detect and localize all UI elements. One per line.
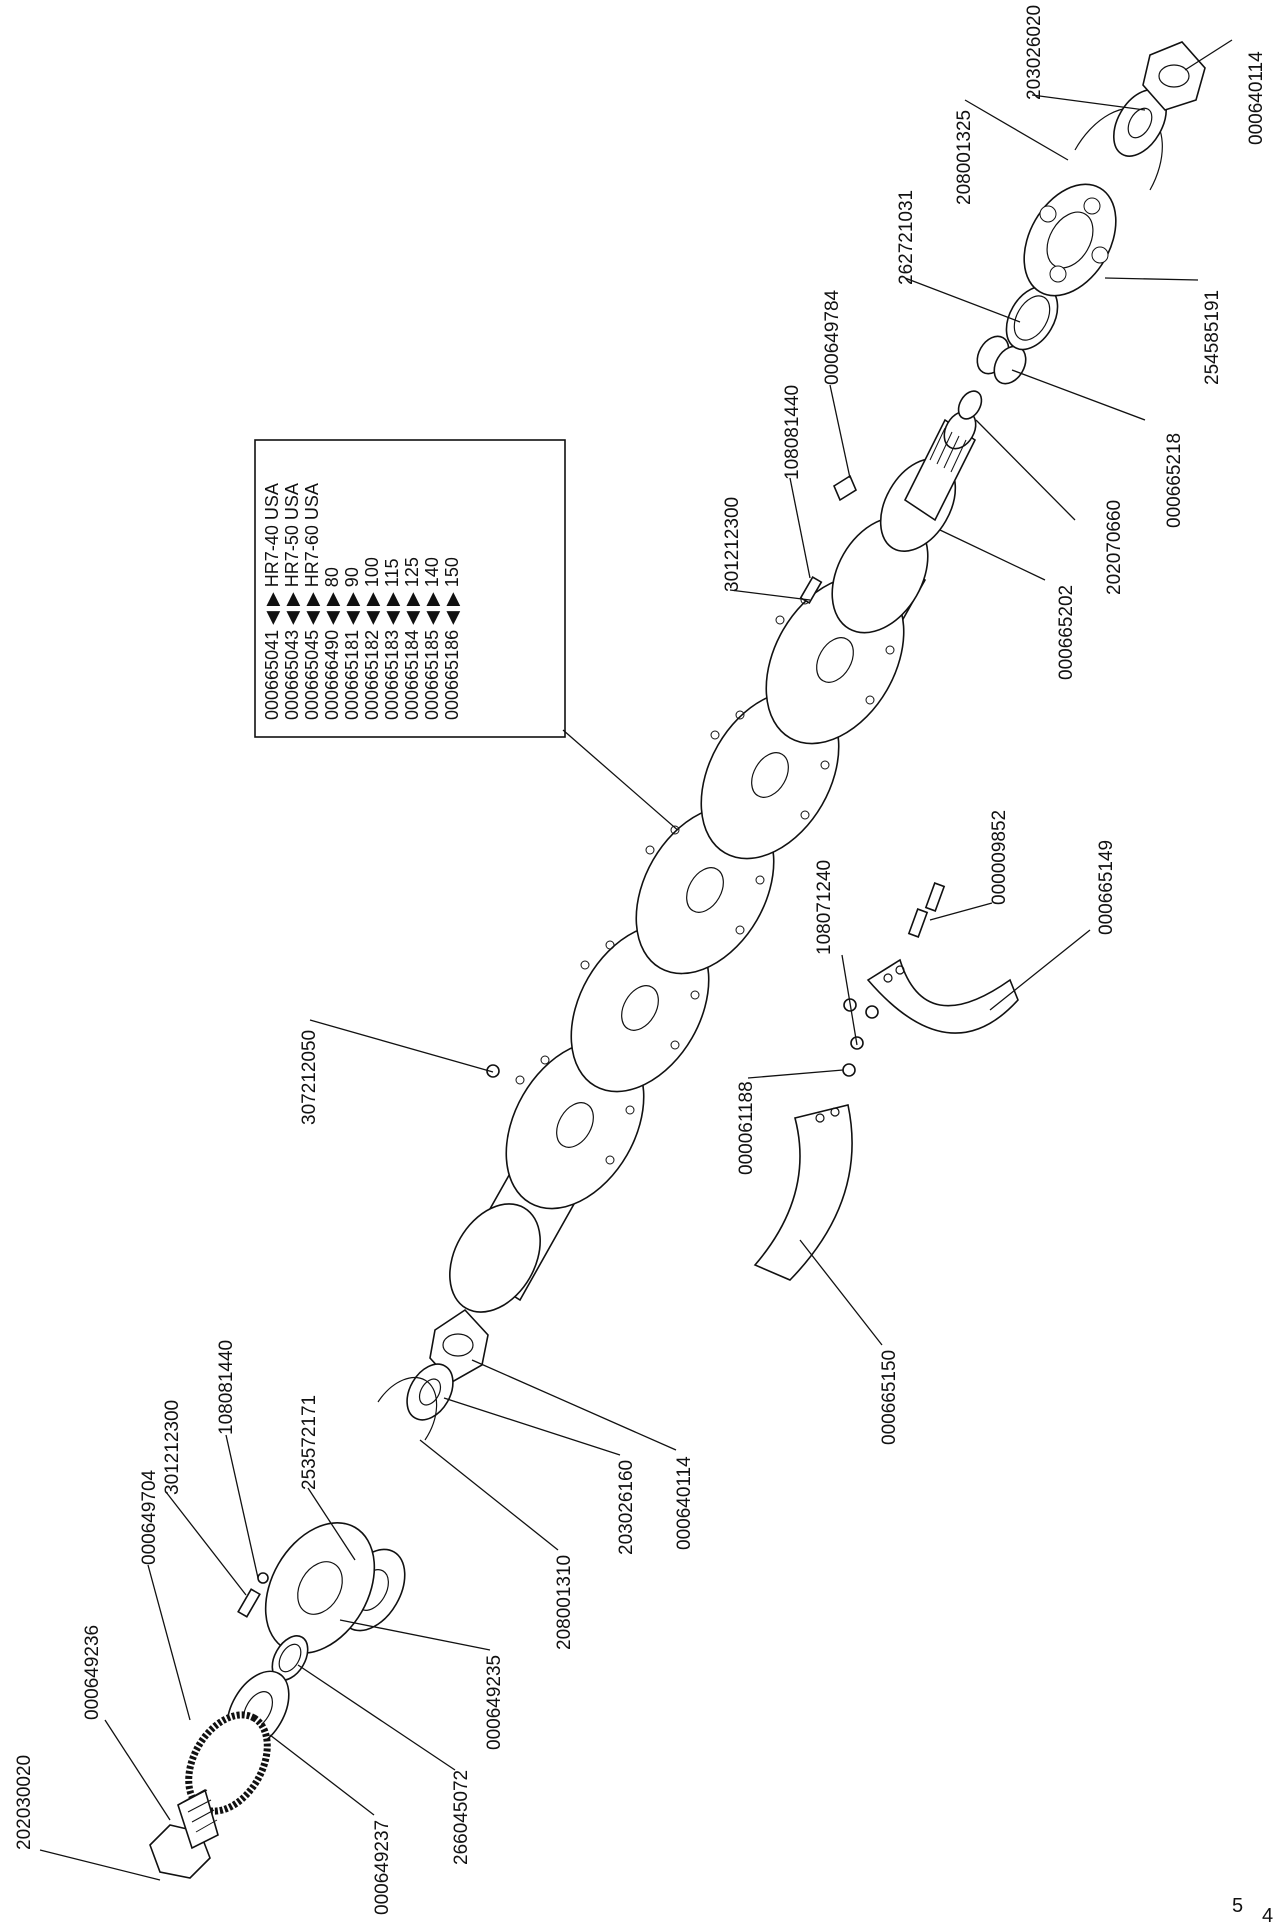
part-label: 254585191 — [1202, 290, 1223, 385]
spline-hub — [879, 410, 977, 552]
part-label: 307212050 — [299, 1030, 320, 1125]
end-plate — [449, 1203, 541, 1313]
part-label: 000640114 — [1246, 51, 1267, 145]
housing-screw — [237, 1588, 261, 1618]
part-label: 000061188 — [736, 1081, 757, 1175]
drain-plug — [149, 1788, 219, 1879]
part-labels: 203026020 000640114 208001325 262721031 … — [14, 5, 1267, 1915]
part-label: 202030020 — [14, 1755, 35, 1850]
rotor-shaft — [449, 516, 929, 1313]
leader-lines — [39, 39, 1233, 1881]
part-label: 000665150 — [879, 1350, 900, 1445]
spec-row: 000665183 ◀ ▶ 115 — [382, 558, 402, 720]
snap-ring — [957, 390, 983, 420]
part-label: 000665149 — [1096, 840, 1117, 935]
part-label: 202070660 — [1104, 500, 1125, 595]
part-label: 108081440 — [216, 1340, 237, 1435]
hub-screw — [799, 576, 823, 604]
blade-right — [866, 958, 1019, 1034]
bearing — [1023, 183, 1117, 297]
key-part — [832, 474, 858, 502]
part-label: 000665202 — [1056, 585, 1077, 680]
lock-washer — [257, 1572, 269, 1584]
part-label: 203026020 — [1024, 5, 1045, 100]
part-label: 000640114 — [674, 1456, 695, 1550]
spec-row: 000665041 ◀ ▶ HR7-40 USA — [262, 483, 282, 720]
part-label: 108081440 — [782, 385, 803, 480]
blade-left — [753, 1104, 853, 1281]
spec-row: 000665185 ◀ ▶ 140 — [422, 557, 442, 720]
page-number: 5 — [1232, 1895, 1243, 1917]
part-label: 266045072 — [451, 1770, 472, 1865]
spec-row: 000666490 ◀ ▶ 80 — [322, 567, 342, 720]
spec-table-rows: 000665041 ◀ ▶ HR7-40 USA 000665043 ◀ ▶ H… — [262, 483, 462, 720]
spec-row: 000665043 ◀ ▶ HR7-50 USA — [282, 483, 302, 720]
part-label: 108071240 — [814, 860, 835, 955]
spec-row: 000665181 ◀ ▶ 90 — [342, 567, 362, 720]
part-label: 203026160 — [616, 1460, 637, 1555]
part-label: 000649237 — [372, 1820, 393, 1915]
part-label: 208001310 — [554, 1555, 575, 1650]
part-label: 000649235 — [484, 1655, 505, 1750]
spec-row: 000665186 ◀ ▶ 150 — [442, 557, 462, 720]
part-label: 000649704 — [139, 1469, 160, 1565]
part-label: 208001325 — [954, 110, 975, 205]
seal-ring — [1005, 285, 1059, 351]
circlip — [377, 1376, 438, 1441]
spec-row: 000665184 ◀ ▶ 125 — [402, 557, 422, 720]
part-label: 000649236 — [82, 1625, 103, 1720]
seal-ring — [271, 1635, 309, 1681]
spec-table: 000665041 ◀ ▶ HR7-40 USA 000665043 ◀ ▶ H… — [254, 439, 566, 738]
part-label: 000649784 — [822, 289, 843, 385]
part-label: 301212300 — [162, 1400, 183, 1495]
part-label: 000009852 — [989, 810, 1010, 905]
part-label: 253572171 — [299, 1395, 320, 1490]
part-label: 262721031 — [896, 190, 917, 285]
part-label: 301212300 — [722, 497, 743, 592]
part-label: 000665218 — [1164, 433, 1185, 528]
page-corner-mark: 4 — [1262, 1905, 1273, 1926]
spec-row: 000665045 ◀ ▶ HR7-60 USA — [302, 483, 322, 720]
spec-row: 000665182 ◀ ▶ 100 — [362, 557, 382, 720]
spacer-sleeve — [976, 335, 1027, 385]
hex-nut — [1142, 41, 1206, 111]
shaft-nut — [486, 1064, 500, 1078]
